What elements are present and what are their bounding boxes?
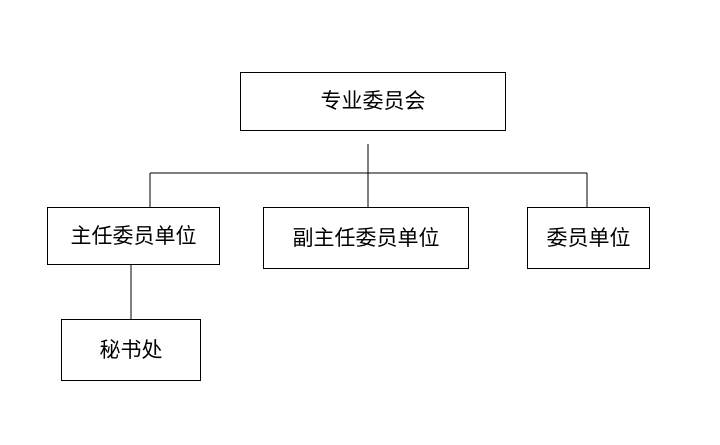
node-secretariat: 秘书处 (61, 319, 201, 381)
node-label: 主任委员单位 (70, 223, 197, 248)
node-professional-committee: 专业委员会 (240, 72, 506, 131)
node-label: 秘书处 (99, 337, 163, 362)
node-chair-unit: 主任委员单位 (47, 207, 220, 265)
node-label: 专业委员会 (320, 89, 426, 113)
node-vice-chair-unit: 副主任委员单位 (263, 207, 469, 269)
node-label: 副主任委员单位 (292, 225, 440, 250)
node-member-unit: 委员单位 (527, 207, 650, 269)
node-label: 委员单位 (546, 225, 631, 250)
